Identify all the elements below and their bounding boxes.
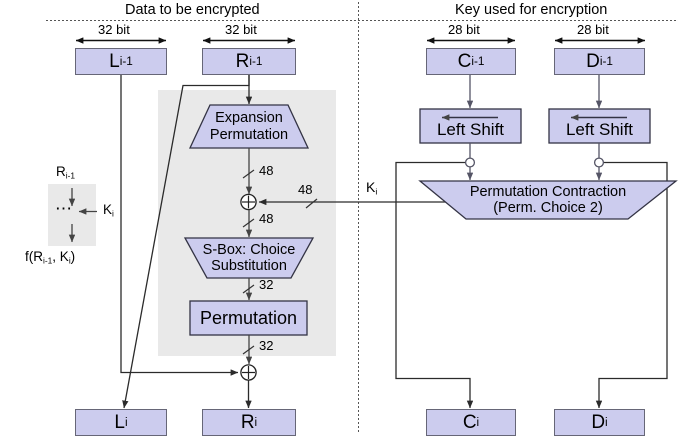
left-shift-label-d: Left Shift	[565, 119, 634, 139]
legend-dots: ⋯	[55, 199, 73, 218]
bit-label-48-subkey: 48	[298, 182, 313, 197]
wire-d-branch-to-dout	[595, 161, 668, 409]
expansion-permutation-label: Expansion Permutation	[209, 110, 289, 143]
header-right-title: Key used for encryption	[455, 2, 608, 18]
box-r-out	[202, 409, 296, 436]
permutation-contraction-shape	[418, 180, 678, 220]
dim-label-32a: 32 bit	[98, 22, 130, 37]
box-c-prev	[426, 48, 516, 75]
left-shift-box-d	[548, 108, 651, 144]
bit-slash-48-b	[305, 198, 318, 209]
junction-dot-d	[593, 157, 605, 168]
box-l-prev	[75, 48, 167, 75]
box-d-out	[554, 409, 645, 436]
sbox-shape	[183, 237, 315, 279]
bit-slash-32-a	[242, 284, 255, 294]
permutation-contraction-label: Permutation Contraction (Perm. Choice 2)	[469, 183, 627, 216]
bit-slash-48-c	[242, 218, 255, 228]
legend-result-label: f(Ri-1, Ki)	[25, 249, 76, 266]
expansion-permutation-shape	[188, 104, 310, 149]
box-c-out	[426, 409, 516, 436]
bit-slash-48-a	[242, 169, 255, 179]
dim-label-28b: 28 bit	[577, 22, 609, 37]
dim-label-28a: 28 bit	[448, 22, 480, 37]
permutation-label: Permutation	[199, 307, 298, 328]
legend-input-label: Ri-1	[56, 164, 76, 181]
left-shift-label-c: Left Shift	[436, 119, 505, 139]
subkey-feed-label: Ki	[366, 179, 378, 197]
wire-lprev-to-xor	[120, 75, 239, 376]
sbox-label: S-Box: Choice Substitution	[202, 241, 296, 274]
box-d-prev	[554, 48, 645, 75]
box-r-prev	[202, 48, 296, 75]
header-left-title: Data to be encrypted	[125, 2, 260, 18]
wire-c-branch-to-cout	[395, 161, 474, 409]
legend-key-label: Ki	[103, 202, 114, 219]
bit-slash-32-b	[242, 345, 255, 355]
bit-label-48-expansion: 48	[259, 163, 274, 178]
bit-label-48-xor-out: 48	[259, 211, 274, 226]
bit-label-32-sbox: 32	[259, 277, 274, 292]
permutation-box	[189, 300, 308, 336]
junction-dot-c	[464, 157, 476, 168]
bit-label-32-permutation: 32	[259, 338, 274, 353]
dim-label-32b: 32 bit	[225, 22, 257, 37]
box-l-out	[75, 409, 167, 436]
